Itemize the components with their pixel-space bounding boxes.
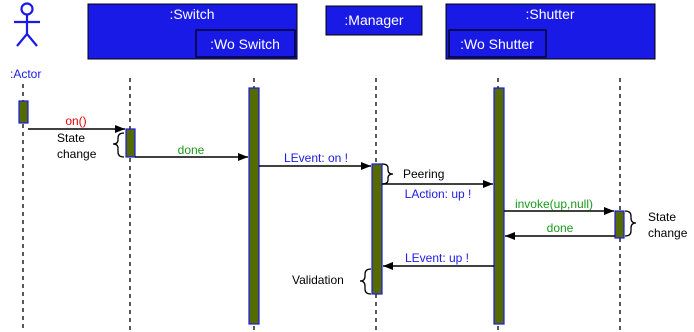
state-change-brace-2	[624, 210, 637, 237]
message-label-done-2: done	[547, 221, 574, 235]
shutter-activation	[614, 210, 625, 239]
manager-object-label: :Manager	[344, 12, 403, 28]
validation-label: Validation	[292, 273, 344, 287]
peering-label: Peering	[403, 167, 444, 181]
validation-brace	[359, 268, 372, 295]
wo-switch-box	[195, 29, 296, 58]
message-label-on: on()	[65, 114, 86, 128]
actor-icon	[14, 2, 40, 47]
wo-shutter-box	[448, 29, 547, 58]
state-change-2-line1: State	[648, 210, 676, 224]
wo-switch-activation	[248, 87, 260, 325]
message-label-levent-on: LEvent: on !	[284, 151, 348, 165]
manager-object-box	[325, 5, 423, 36]
message-label-laction-up: LAction: up !	[405, 187, 472, 201]
actor-activation	[18, 100, 29, 124]
message-label-invoke: invoke(up,null)	[515, 197, 593, 211]
message-label-done-1: done	[178, 143, 205, 157]
manager-activation	[371, 163, 383, 295]
switch-activation	[125, 128, 136, 158]
wo-switch-label: :Wo Switch	[210, 36, 280, 52]
state-change-1-line1: State	[57, 131, 85, 145]
activation-bars	[18, 87, 625, 325]
wo-shutter-activation	[493, 87, 505, 325]
state-change-1-line2: change	[57, 147, 97, 161]
message-label-levent-up: LEvent: up !	[405, 251, 469, 265]
state-change-brace-1	[112, 132, 125, 158]
peering-brace	[381, 163, 394, 185]
state-change-2-line2: change	[648, 226, 688, 240]
shutter-object-label: :Shutter	[525, 6, 574, 22]
switch-object-label: :Switch	[169, 6, 214, 22]
wo-shutter-label: :Wo Shutter	[460, 36, 534, 52]
actor-label: :Actor	[10, 67, 41, 81]
